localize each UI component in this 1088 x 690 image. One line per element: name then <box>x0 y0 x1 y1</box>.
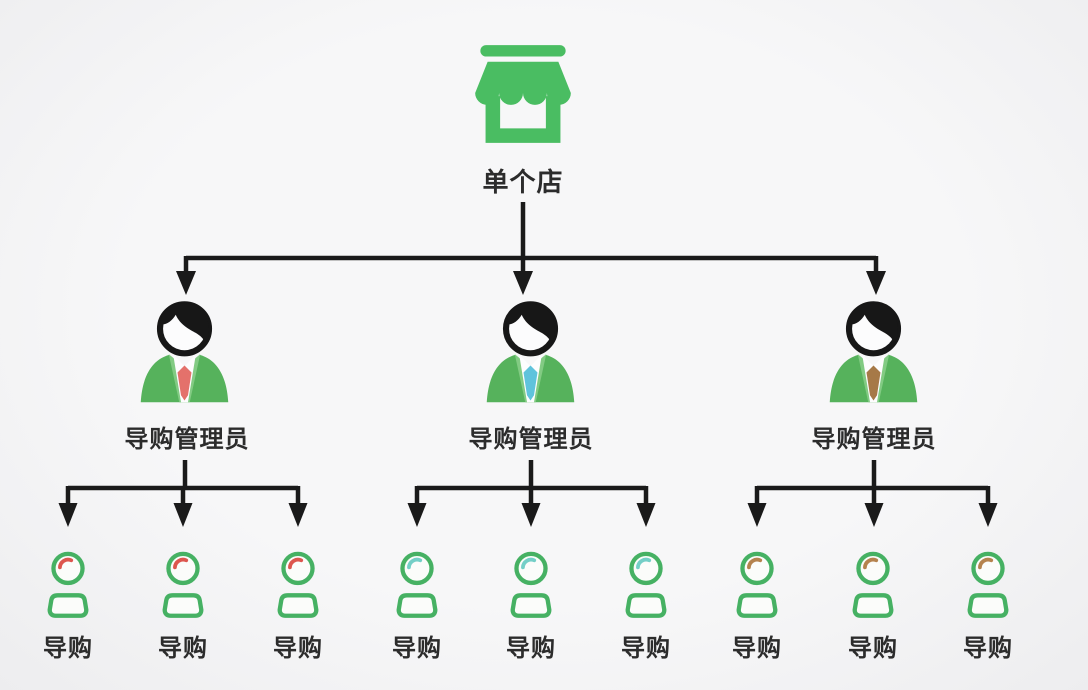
guide-icon <box>47 551 89 618</box>
guide-label: 导购 <box>848 635 898 662</box>
guide-hair-arc <box>58 557 74 570</box>
guide-hair-arc <box>521 557 537 570</box>
guide-label: 导购 <box>506 635 556 662</box>
guide-hair-arc <box>978 557 994 570</box>
manager-tie <box>523 365 538 401</box>
store-label: 单个店 <box>482 167 564 197</box>
guide-label: 导购 <box>158 635 208 662</box>
guide-label: 导购 <box>732 635 782 662</box>
manager-icon <box>140 301 229 403</box>
guide-label: 导购 <box>621 635 671 662</box>
manager-icon <box>829 301 918 403</box>
manager-icon <box>486 301 575 403</box>
guide-hair-arc <box>747 557 763 570</box>
guide-hair-arc <box>407 557 423 570</box>
guide-icon <box>277 551 319 618</box>
manager-label: 导购管理员 <box>468 426 594 453</box>
guide-icon <box>396 551 438 618</box>
guide-label: 导购 <box>392 635 442 662</box>
manager-label: 导购管理员 <box>124 426 250 453</box>
guide-icon <box>625 551 667 618</box>
storefront-icon <box>475 45 571 143</box>
guide-icon <box>510 551 552 618</box>
guide-hair-arc <box>636 557 652 570</box>
guide-label: 导购 <box>963 635 1013 662</box>
guide-hair-arc <box>288 557 304 570</box>
guide-icon <box>162 551 204 618</box>
guide-label: 导购 <box>43 635 93 662</box>
guide-hair-arc <box>863 557 879 570</box>
manager-label: 导购管理员 <box>811 426 937 453</box>
manager-tie <box>177 365 192 401</box>
guide-icon <box>967 551 1009 618</box>
guide-icon <box>852 551 894 618</box>
guide-label: 导购 <box>273 635 323 662</box>
guide-icon <box>736 551 778 618</box>
manager-tie <box>866 365 881 401</box>
guide-hair-arc <box>173 557 189 570</box>
